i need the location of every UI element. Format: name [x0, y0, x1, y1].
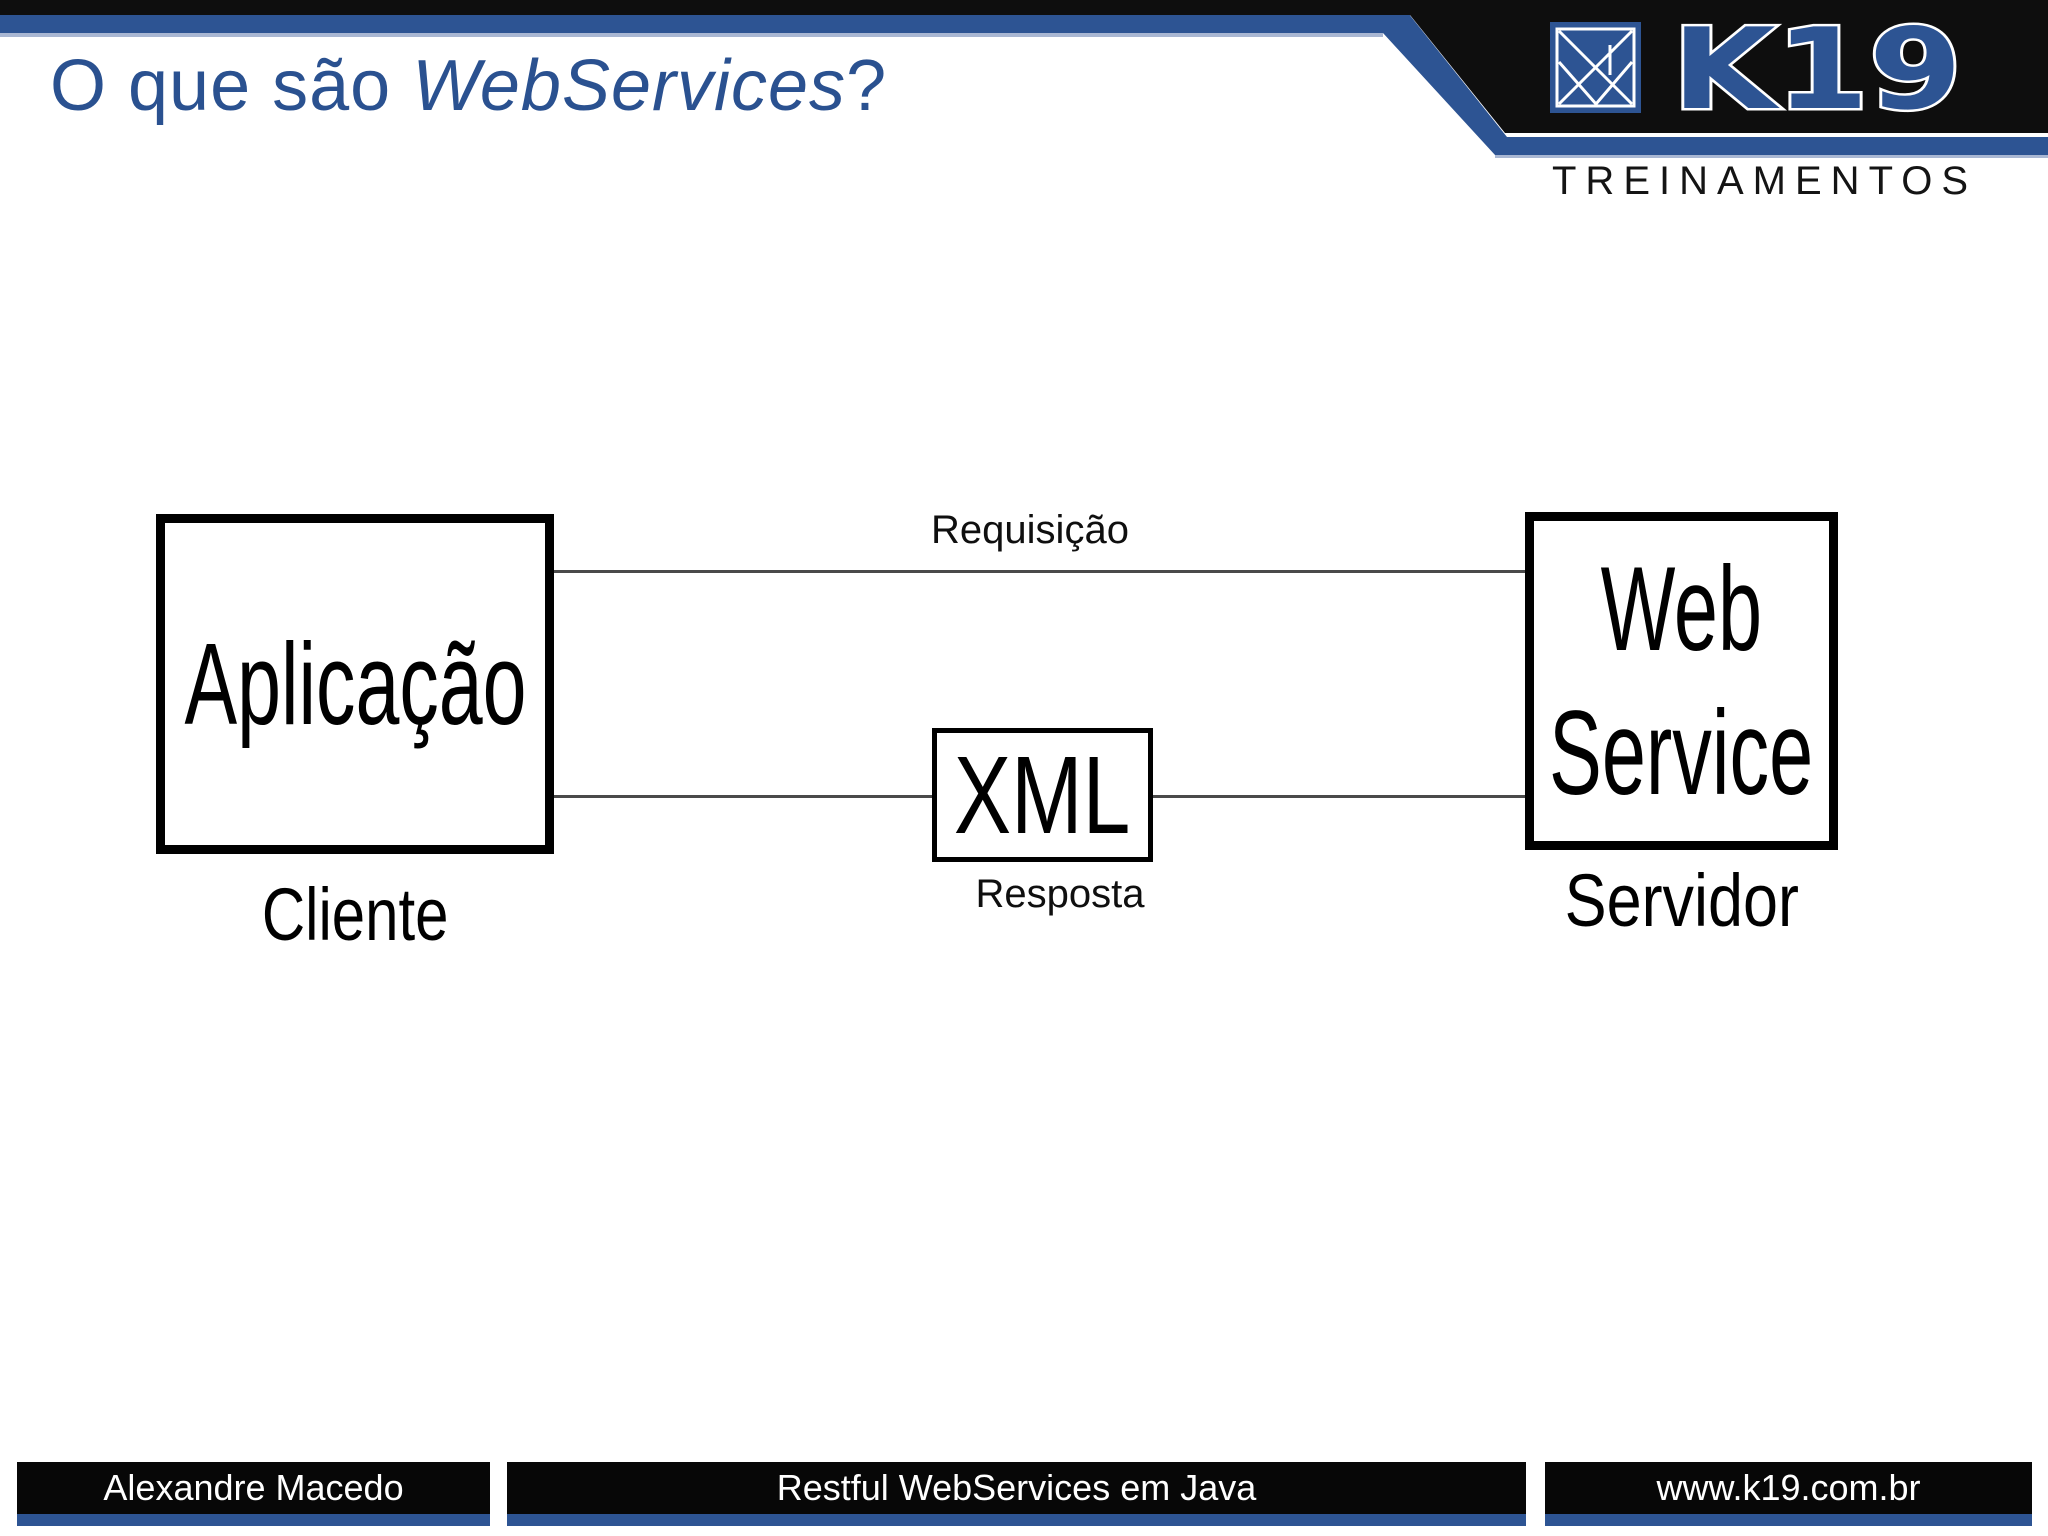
footer-website: www.k19.com.br [1545, 1462, 2032, 1526]
server-caption: Servidor [1525, 858, 1838, 943]
client-application-box: Aplicação [156, 514, 554, 854]
header-light-underline-left [0, 33, 1383, 37]
web-service-box-label-line1: Web [1600, 542, 1763, 676]
web-service-box: Web Service [1525, 512, 1838, 850]
request-connector-line [554, 570, 1525, 573]
client-caption: Cliente [156, 872, 554, 957]
xml-message-box-label: XML [954, 733, 1131, 857]
title-prefix: O que são [50, 46, 413, 126]
footer-author: Alexandre Macedo [17, 1462, 490, 1526]
k19-logo-text: K19 [1672, 5, 1962, 135]
client-application-box-label: Aplicação [183, 619, 527, 749]
request-label: Requisição [931, 508, 1129, 552]
response-connector-line-right [1153, 795, 1525, 798]
title-emphasis: WebServices [412, 46, 847, 126]
footer-course-title: Restful WebServices em Java [507, 1462, 1526, 1526]
header-band: K19 [0, 0, 2048, 158]
header-black-corner [0, 0, 2048, 133]
title-suffix: ? [846, 46, 888, 126]
page-title: O que são WebServices? [50, 45, 887, 127]
header-light-underline-right [1495, 155, 2048, 158]
k19-logo-icon [1550, 22, 1641, 113]
brand-tagline: TREINAMENTOS [1552, 159, 1978, 203]
header-blue-stripe [0, 15, 2048, 155]
server-caption-text: Servidor [1564, 859, 1799, 942]
response-connector-line-left [554, 795, 932, 798]
xml-message-box: XML [932, 728, 1153, 862]
response-label: Resposta [975, 872, 1145, 916]
client-caption-text: Cliente [261, 873, 449, 956]
web-service-box-label-line2: Service [1549, 686, 1814, 820]
